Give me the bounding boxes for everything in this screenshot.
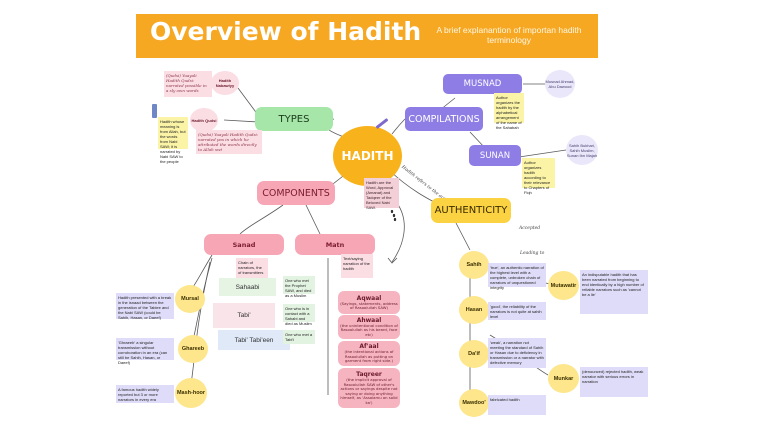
matn-label: Matn: [325, 240, 345, 249]
mursal-circle: Mursal: [175, 285, 205, 313]
types-qudsi-note-text: (Qudsi) Yuayali Hadith Qudsi: narrated p…: [166, 73, 207, 93]
matn-ahwaal-card: Ahwaal (the unintentional condition of R…: [338, 315, 400, 339]
mutawatir-circle: Mutawatir: [548, 271, 579, 300]
sahih-note: 'true', an authentic narration of the hi…: [488, 263, 546, 290]
types-node[interactable]: TYPES: [255, 107, 333, 131]
line-components-sanad: [239, 204, 284, 235]
musnad-label: MUSNAD: [463, 79, 502, 89]
taqreer-desc: (the implicit approval of Rasoolullah SA…: [340, 377, 398, 405]
ahwaal-title: Ahwaal: [356, 316, 382, 324]
hadith-center-label: HADITH: [341, 149, 394, 163]
sanad-note: Chain of narrators, the of transmitters: [236, 258, 268, 280]
line-sunan-example: [518, 149, 567, 158]
authenticity-label: AUTHENTICITY: [434, 205, 508, 216]
ghareeb-circle: Ghareeb: [178, 335, 208, 363]
line-loop-arrow: [391, 202, 405, 263]
compilations-label: COMPILATIONS: [408, 113, 480, 125]
munkar-note: (denounced) rejected hadith, weak narrat…: [580, 367, 648, 397]
matn-note: Text/saying narration of the hadith: [341, 254, 373, 278]
line-authenticity-sahih: [455, 222, 471, 251]
components-label: COMPONENTS: [262, 187, 330, 199]
components-node[interactable]: COMPONENTS: [257, 181, 335, 205]
matn-aqwaal-card: Aqwaal (Sayings, statements, address of …: [338, 291, 400, 314]
line-types-nabawiyy: [237, 87, 259, 116]
musnad-node[interactable]: MUSNAD: [443, 74, 522, 94]
hasan-circle: Hasan: [459, 296, 489, 324]
munkar-circle: Munkar: [548, 364, 579, 393]
line-sanad-mashhoor: [190, 261, 211, 385]
ahwaal-desc: (the unintentional condition of Rasoolul…: [340, 322, 398, 337]
afaal-desc: (the intentional actions of Rasoolullah …: [344, 349, 394, 364]
sanad-label: Sanad: [232, 240, 256, 249]
matn-taqreer-card: Taqreer (the implicit approval of Rasool…: [338, 368, 400, 408]
taqreer-title: Taqreer: [356, 371, 382, 378]
aqwaal-desc: (Sayings, statements, address of Rasoolu…: [340, 300, 398, 310]
line-center-compilations: [391, 118, 406, 135]
sahaabi-note: One who met the Prophet SAW, and died as…: [283, 276, 315, 298]
sunan-example-circle: Sahih Bukhari, Sahih Muslim, Sunan Ibn M…: [566, 135, 598, 165]
center-note: Hadith are the Word, Approval (Amanat) a…: [364, 178, 399, 210]
tabi-tabieen-label: Tabi' Tabi'een: [234, 336, 274, 344]
sanad-node[interactable]: Sanad: [204, 234, 284, 255]
page-subtitle: A brief explanantion of importan hadith …: [436, 25, 582, 45]
tabi-tabieen-strip: Tabi' Tabi'een: [218, 330, 290, 350]
sahaabi-strip: Sahaabi: [219, 278, 276, 296]
pen-icon: [152, 104, 157, 118]
daif-note: 'weak', a narration not meeting the stan…: [488, 338, 546, 368]
musnad-note: Author organizes the hadith by the alpha…: [494, 93, 524, 130]
line-arrow-head: [387, 257, 398, 264]
matn-node[interactable]: Matn: [295, 234, 375, 255]
title-banner: [136, 14, 598, 58]
types-qudsi-note: (Qudsi) Yuayali Hadith Qudsi: narrated p…: [164, 71, 212, 97]
mawdoo-circle: Mawdoo': [459, 389, 489, 417]
types-qudsi2-note: (Qudsi) Yuayali Hadith Qudsi: narrated p…: [196, 130, 262, 154]
types-label: TYPES: [278, 113, 310, 125]
authenticity-handwriting-mid: Leading to: [520, 251, 545, 256]
types-nabawiyy-circle: Hadith Nabawiyy: [211, 71, 239, 95]
mutawatir-note: An indisputable hadith that has been nar…: [580, 270, 648, 314]
hadith-center-circle: HADITH: [333, 126, 402, 186]
page-title: Overview of Hadith: [150, 17, 422, 46]
afaal-title: Af'aal: [359, 343, 379, 351]
mashhoor-note: A famous hadith widely reported but 3 or…: [116, 385, 174, 403]
types-sticky-note: Hadith whose meaning is from Allah, but …: [158, 117, 188, 164]
line-types-qudsi: [223, 119, 259, 123]
hasan-note: 'good', the reliability of the narrators…: [488, 302, 546, 320]
sahih-circle: Sahih: [459, 251, 489, 279]
daif-circle: Da'if: [459, 340, 489, 368]
musnad-example-circle: Musnad Ahmad, Abu Dawood: [545, 70, 575, 98]
mawdoo-note: fabricated hadith: [488, 395, 546, 415]
matn-afaal-card: Af'aal (the intentional actions of Rasoo…: [338, 341, 400, 366]
sahaabi-label: Sahaabi: [235, 283, 260, 291]
authenticity-node[interactable]: AUTHENTICITY: [431, 198, 511, 223]
tabi-tabieen-note: One who met a Tabi'i: [283, 330, 315, 344]
sunan-label: SUNAN: [479, 150, 511, 161]
tabi-strip: Tabi': [213, 303, 275, 328]
types-qudsi2-note-text: (Qudsi) Yuayali Hadith Qudsi: narrated p…: [198, 132, 259, 152]
line-components-matn: [305, 204, 321, 235]
compilations-node[interactable]: COMPILATIONS: [405, 107, 483, 131]
aqwaal-title: Aqwaal: [356, 294, 382, 302]
mashhoor-circle: Mash-hoor: [175, 378, 207, 408]
authenticity-handwriting-top: Accepted: [519, 226, 541, 231]
tabi-label: Tabi': [237, 312, 251, 319]
sunan-note: Author organizes hadith according to the…: [522, 158, 555, 195]
ghareeb-note: 'Ghraeeb' a singular transmission withou…: [116, 338, 174, 365]
tabi-note: One who is in contact with a Sahabi and …: [283, 304, 315, 326]
mursal-note: Hadith presented with a break in the isn…: [116, 293, 174, 320]
sunan-node[interactable]: SUNAN: [469, 145, 521, 166]
types-qudsi-circle: Hadith Qudsi: [190, 108, 218, 132]
